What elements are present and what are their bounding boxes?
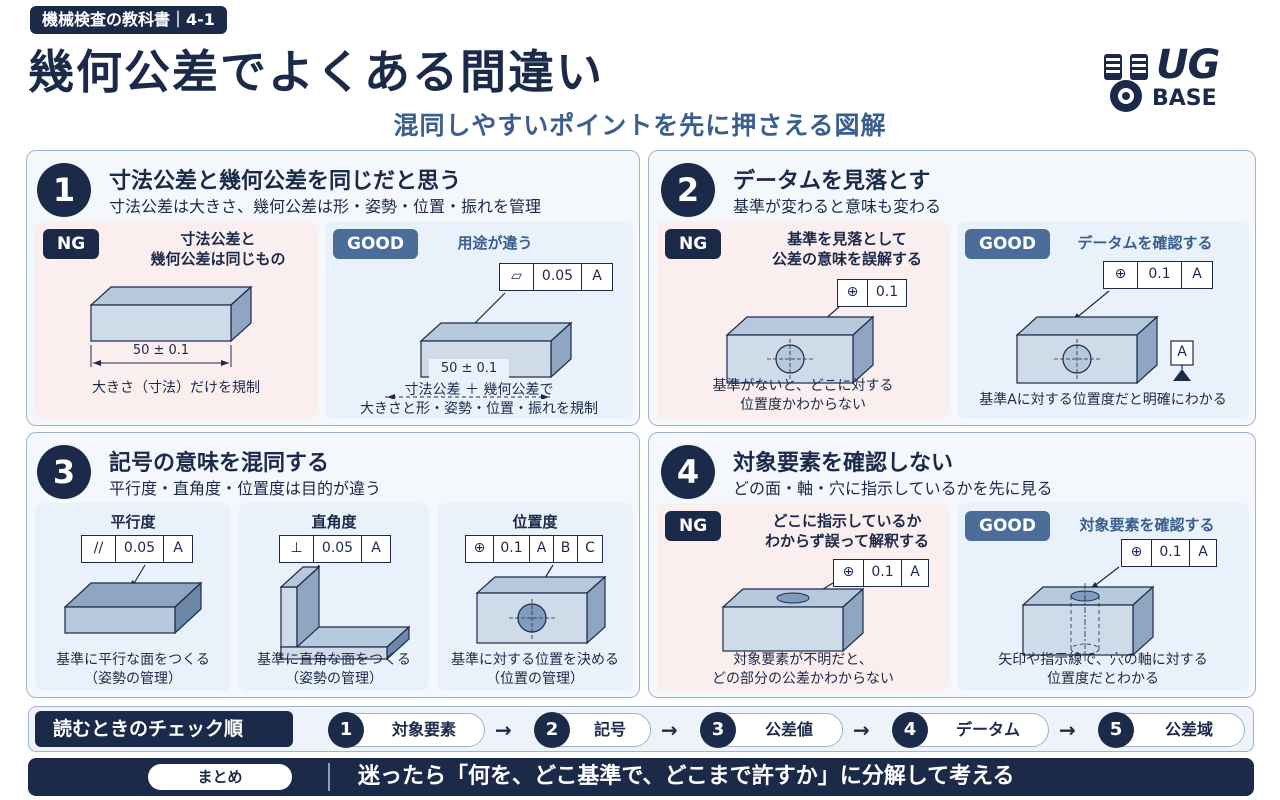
arrow-icon: → (853, 718, 870, 742)
summary-label: まとめ (148, 764, 292, 790)
block-figure (721, 582, 865, 653)
panel-2: 2 データムを見落とす 基準が変わると意味も変わる NG 基準を見落として 公差… (648, 150, 1256, 426)
feature-control-frame: ⊥ 0.05 A (279, 535, 391, 563)
ng-label: 基準を見落として 公差の意味を誤解する (771, 230, 922, 268)
checklist-title: 読むときのチェック順 (35, 711, 293, 747)
feature-control-frame: ⊕ 0.1 A (1103, 261, 1213, 289)
hole-block-figure (1021, 566, 1155, 661)
ng-example: NG 基準を見落として 公差の意味を誤解する ⊕ 0.1 基準がないと、どこに対… (657, 221, 949, 419)
panel-title: 対象要素を確認しない (733, 451, 954, 476)
ug-base-logo: UG BASE (1098, 42, 1248, 118)
panel-1: 1 寸法公差と幾何公差を同じだと思う 寸法公差は大きさ、幾何公差は形・姿勢・位置… (26, 150, 640, 426)
ng-label: どこに指示しているか わからず誤って解釈する (765, 512, 929, 550)
l-bracket-figure (279, 564, 411, 661)
check-step-2: 2 記号 (534, 712, 651, 748)
feature-control-frame: // 0.05 A (81, 535, 193, 563)
good-caption: 矢印や指示線で、穴の軸に対する 位置度だとわかる (998, 652, 1208, 687)
panel-4: 4 対象要素を確認しない どの面・軸・穴に指示しているかを先に見る NG どこに… (648, 432, 1256, 698)
panel-subtitle: 寸法公差は大きさ、幾何公差は形・姿勢・位置・振れを管理 (109, 197, 542, 216)
dimension-label: 50 ± 0.1 (132, 343, 190, 358)
panel-number: 4 (661, 445, 715, 499)
logo-base: BASE (1152, 86, 1217, 111)
panel-number: 3 (37, 445, 91, 499)
logo-ug: UG (1156, 42, 1220, 88)
symbol-caption: 基準に直角な面をつくる （姿勢の管理） (257, 652, 411, 687)
panel-title: データムを見落とす (733, 169, 931, 194)
symbol-caption: 基準に平行な面をつくる （姿勢の管理） (56, 652, 210, 687)
ng-badge: NG (665, 229, 722, 259)
panel-title: 記号の意味を混同する (109, 451, 330, 476)
page-title: 幾何公差でよくある間違い (28, 45, 604, 99)
arrow-icon: → (495, 718, 512, 742)
hole-block-figure (1015, 290, 1194, 385)
ng-caption: 基準がないと、どこに対する 位置度かわからない (712, 378, 894, 413)
good-caption: 基準Aに対する位置度だと明確にわかる (979, 392, 1227, 408)
ng-badge: NG (665, 511, 722, 541)
summary-text: 迷ったら「何を、どこ基準で、どこまで許すか」に分解して考える (358, 764, 1015, 789)
dimension-label: 50 ± 0.1 (429, 359, 509, 378)
arrow-icon: → (1059, 718, 1076, 742)
symbol-caption: 基準に対する位置を決める （位置の管理） (451, 652, 619, 687)
symbol-title: 平行度 (110, 513, 156, 531)
feature-control-frame: ⊕ 0.1 A (833, 559, 929, 587)
chapter-tag: 機械検査の教科書｜4-1 (30, 6, 227, 34)
feature-control-frame: ⊕ 0.1 A (1121, 539, 1217, 567)
plate-figure (63, 564, 203, 635)
good-badge: GOOD (965, 229, 1050, 259)
panel-subtitle: どの面・軸・穴に指示しているかを先に見る (733, 479, 1053, 498)
good-label: 対象要素を確認する (1079, 516, 1215, 534)
good-example: GOOD データムを確認する ⊕ 0.1 A A 基準Aに対する位置度だと明確に… (957, 221, 1249, 419)
panel-number: 1 (37, 163, 91, 217)
summary-bar: まとめ 迷ったら「何を、どこ基準で、どこまで許すか」に分解して考える (28, 758, 1254, 796)
arrow-icon: → (661, 718, 678, 742)
block-figure (89, 285, 253, 367)
ng-label: 寸法公差と 幾何公差は同じもの (150, 230, 286, 268)
panel-number: 2 (661, 163, 715, 217)
feature-control-frame: ▱ 0.05 A (499, 263, 613, 291)
hole-block-figure (475, 564, 607, 645)
ng-example: NG 寸法公差と 幾何公差は同じもの 50 ± 0.1 大きさ（寸法）だけを規制 (35, 221, 317, 419)
check-step-4: 4 データム (892, 712, 1049, 748)
panel-subtitle: 平行度・直角度・位置度は目的が違う (109, 479, 382, 498)
good-example: GOOD 用途が違う ▱ 0.05 A 50 ± 0.1 寸法公差 ＋ 幾何公差… (325, 221, 633, 419)
check-step-3: 3 公差値 (700, 712, 843, 748)
symbol-card-parallelism: 平行度 // 0.05 A 基準に平行な面をつくる （姿勢の管理） (35, 503, 231, 691)
hole-block-figure (725, 306, 875, 385)
reading-checklist: 読むときのチェック順 1 対象要素 → 2 記号 → 3 公差値 → 4 データ… (28, 706, 1254, 752)
feature-control-frame: ⊕ 0.1 A B C (465, 535, 603, 563)
good-badge: GOOD (965, 511, 1050, 541)
good-label: データムを確認する (1077, 234, 1213, 252)
panel-subtitle: 基準が変わると意味も変わる (733, 197, 942, 216)
symbol-title: 位置度 (512, 513, 558, 531)
good-label: 用途が違う (457, 234, 533, 252)
ng-caption: 対象要素が不明だと、 どの部分の公差かわからない (712, 652, 894, 687)
divider (328, 763, 330, 791)
page-subtitle: 混同しやすいポイントを先に押さえる図解 (393, 111, 887, 140)
engine-icon (1104, 54, 1148, 112)
ng-caption: 大きさ（寸法）だけを規制 (92, 380, 260, 396)
feature-control-frame: ⊕ 0.1 (837, 279, 907, 307)
symbol-card-position: 位置度 ⊕ 0.1 A B C 基準に対する位置を決める （位置の管理） (437, 503, 633, 691)
symbol-title: 直角度 (311, 513, 357, 531)
check-step-1: 1 対象要素 (328, 712, 485, 748)
datum-letter: A (1177, 344, 1187, 360)
panel-title: 寸法公差と幾何公差を同じだと思う (109, 169, 462, 194)
good-badge: GOOD (333, 229, 418, 259)
check-step-5: 5 公差域 (1098, 712, 1245, 748)
ng-example: NG どこに指示しているか わからず誤って解釈する ⊕ 0.1 A 対象要素が不… (657, 503, 949, 691)
ng-badge: NG (43, 229, 100, 259)
good-caption: 寸法公差 ＋ 幾何公差で 大きさと形・姿勢・位置・振れを規制 (360, 382, 598, 417)
good-example: GOOD 対象要素を確認する ⊕ 0.1 A 矢印や指示線で、穴の軸に対する 位… (957, 503, 1249, 691)
symbol-card-perpendicularity: 直角度 ⊥ 0.05 A 基準に直角な面をつくる （姿勢の管理） (239, 503, 429, 691)
panel-3: 3 記号の意味を混同する 平行度・直角度・位置度は目的が違う 平行度 // 0.… (26, 432, 640, 698)
